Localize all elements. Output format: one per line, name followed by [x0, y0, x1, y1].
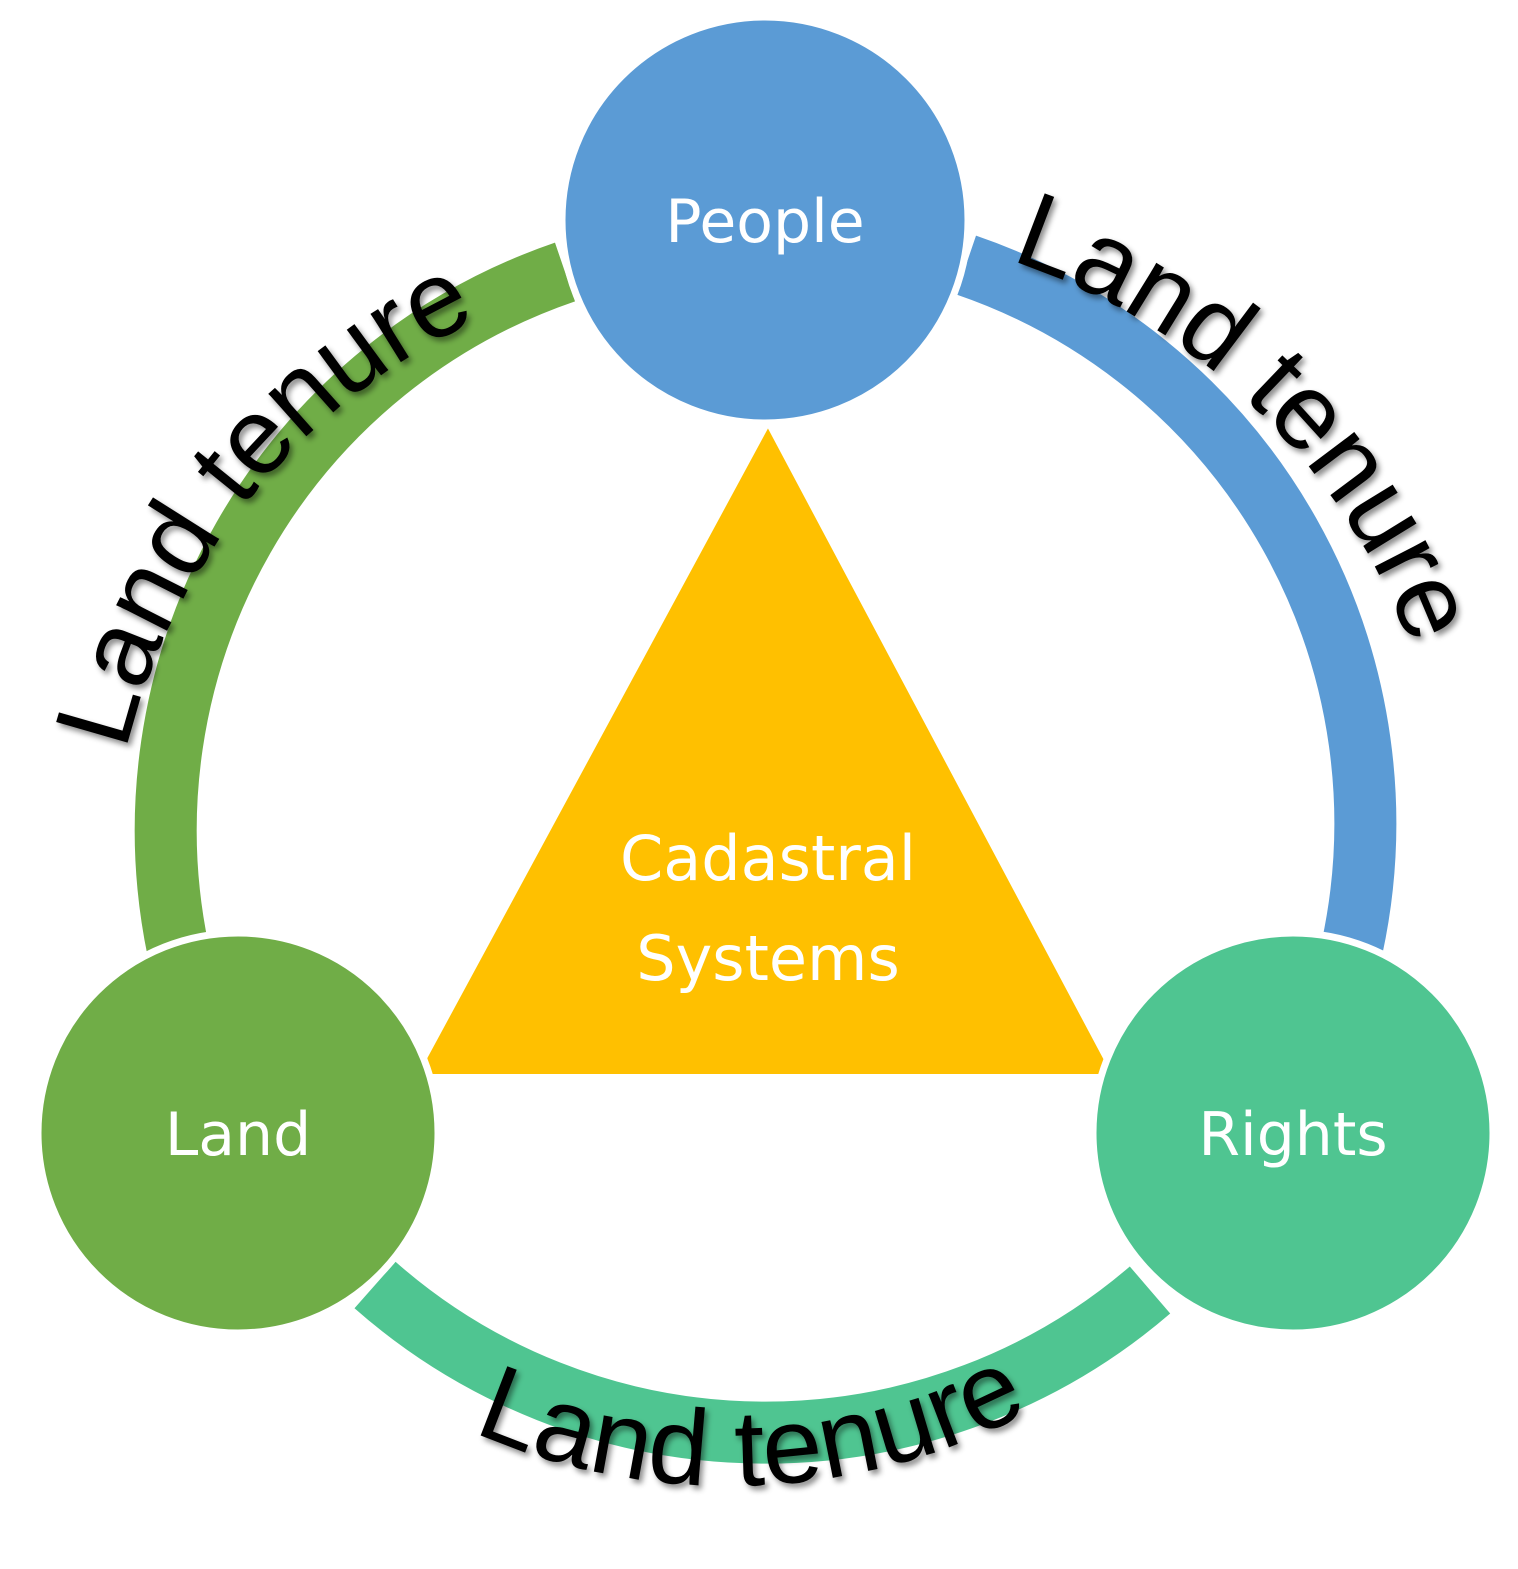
- node-land-circle: [34, 929, 442, 1337]
- arc-bottom-ring: [354, 1261, 1171, 1464]
- node-people-label: People: [665, 187, 864, 257]
- arc-bottom-label-text: Land tenure: [464, 1323, 1040, 1509]
- node-land-label: Land: [165, 1100, 311, 1170]
- arc-right-label: Land tenure: [1002, 168, 1502, 656]
- node-rights-circle: [1089, 929, 1497, 1337]
- arc-right-ring: [955, 235, 1397, 955]
- arc-right-label-text: Land tenure: [1002, 168, 1502, 656]
- arc-left-ring: [134, 242, 576, 957]
- node-people-circle: [558, 13, 972, 427]
- center-label-line2: Systems: [636, 922, 900, 995]
- center-label-line1: Cadastral: [620, 822, 916, 895]
- arc-left-label: Land tenure: [31, 232, 489, 757]
- center-triangle: [408, 416, 1122, 1082]
- node-rights-label: Rights: [1198, 1100, 1387, 1170]
- arc-bottom-label: Land tenure: [464, 1323, 1040, 1509]
- arc-left-label-text: Land tenure: [31, 232, 489, 757]
